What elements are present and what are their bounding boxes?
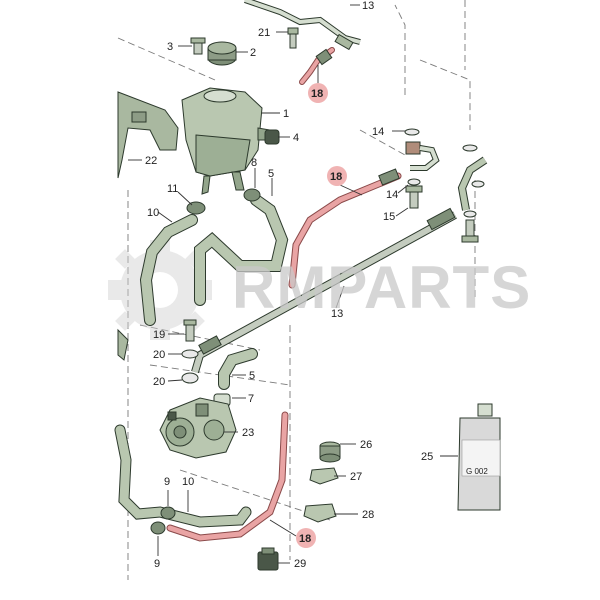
callout-13-top: 13	[362, 0, 374, 12]
callout-5-upper: 5	[268, 168, 274, 180]
nut-4-part	[264, 129, 280, 145]
callout-28: 28	[362, 509, 374, 521]
right-fittings-part	[457, 144, 488, 243]
hose-10-top-part	[139, 214, 198, 326]
clamp-11-part	[186, 201, 206, 215]
return-hose-18-middle-part	[288, 168, 402, 289]
container-label: G 002	[466, 467, 488, 476]
bracket-part	[117, 91, 179, 179]
callout-29: 29	[294, 558, 306, 570]
callout-18-middle: 18	[330, 171, 342, 183]
callout-labels: 13 21 3 2 18 1 4 22 14 18 14 15 8 5 11 1…	[145, 0, 433, 570]
hose-5-lower-part	[218, 348, 258, 390]
return-hose-18-top-part	[299, 47, 335, 85]
callout-20-upper: 20	[153, 349, 165, 361]
washer-20-upper-part	[181, 349, 199, 359]
callout-18-bottom: 18	[299, 533, 311, 545]
callout-3: 3	[167, 41, 173, 53]
cap-part	[207, 41, 237, 66]
badge-18-top	[308, 83, 328, 103]
fluid-container-part: G 002	[457, 403, 501, 511]
reservoir-part	[181, 87, 271, 195]
callout-23: 23	[242, 427, 254, 439]
callout-13-middle: 13	[331, 308, 343, 320]
callout-26: 26	[360, 439, 372, 451]
callout-20-lower: 20	[153, 376, 165, 388]
callout-27: 27	[350, 471, 362, 483]
callout-21: 21	[258, 27, 270, 39]
grommet-26-part	[319, 441, 341, 463]
leader-lines	[128, 4, 458, 564]
clip-27-part	[309, 467, 339, 485]
union-fitting-part	[404, 128, 440, 209]
badge-18-middle	[327, 166, 347, 186]
clamp-8-part	[243, 188, 261, 202]
callout-18-top: 18	[311, 88, 323, 100]
callout-4: 4	[293, 132, 299, 144]
clamp-9-upper-part	[160, 506, 176, 520]
callout-9-upper: 9	[164, 476, 170, 488]
top-pressure-line-part	[244, 0, 361, 51]
callout-1: 1	[283, 108, 289, 120]
gear-watermark-icon	[108, 240, 212, 340]
callout-22: 22	[145, 155, 157, 167]
callout-15: 15	[383, 211, 395, 223]
callout-11: 11	[167, 183, 178, 195]
bolt-19-part	[183, 319, 197, 342]
return-hose-18-bottom-part	[166, 411, 289, 542]
callout-14-upper: 14	[372, 126, 384, 138]
callout-14-lower: 14	[386, 189, 398, 201]
badge-18-bottom	[296, 528, 316, 548]
clip-29-part	[257, 547, 279, 571]
watermark-text: RMPARTS	[232, 254, 531, 321]
callout-9-lower: 9	[154, 558, 160, 570]
pressure-line-13-part	[191, 207, 457, 374]
callout-10-lower: 10	[182, 476, 194, 488]
callout-10-upper: 10	[147, 207, 159, 219]
callout-7: 7	[248, 393, 254, 405]
callout-19: 19	[153, 329, 165, 341]
callout-8: 8	[251, 157, 257, 169]
power-steering-pump-part	[159, 397, 237, 459]
screw-3-part	[190, 37, 206, 55]
clip-28-part	[303, 503, 337, 523]
hose-5-top-part	[194, 194, 289, 306]
callout-25: 25	[421, 451, 433, 463]
callout-5-lower: 5	[249, 370, 255, 382]
washer-20-lower-part	[181, 372, 199, 384]
bracket-bottom-part	[117, 328, 129, 361]
clamp-9-lower-part	[150, 521, 166, 535]
highlight-badges	[296, 83, 347, 548]
callout-2: 2	[250, 47, 256, 59]
bolt-21-part	[287, 27, 299, 49]
hose-10-lower-part	[114, 424, 252, 528]
